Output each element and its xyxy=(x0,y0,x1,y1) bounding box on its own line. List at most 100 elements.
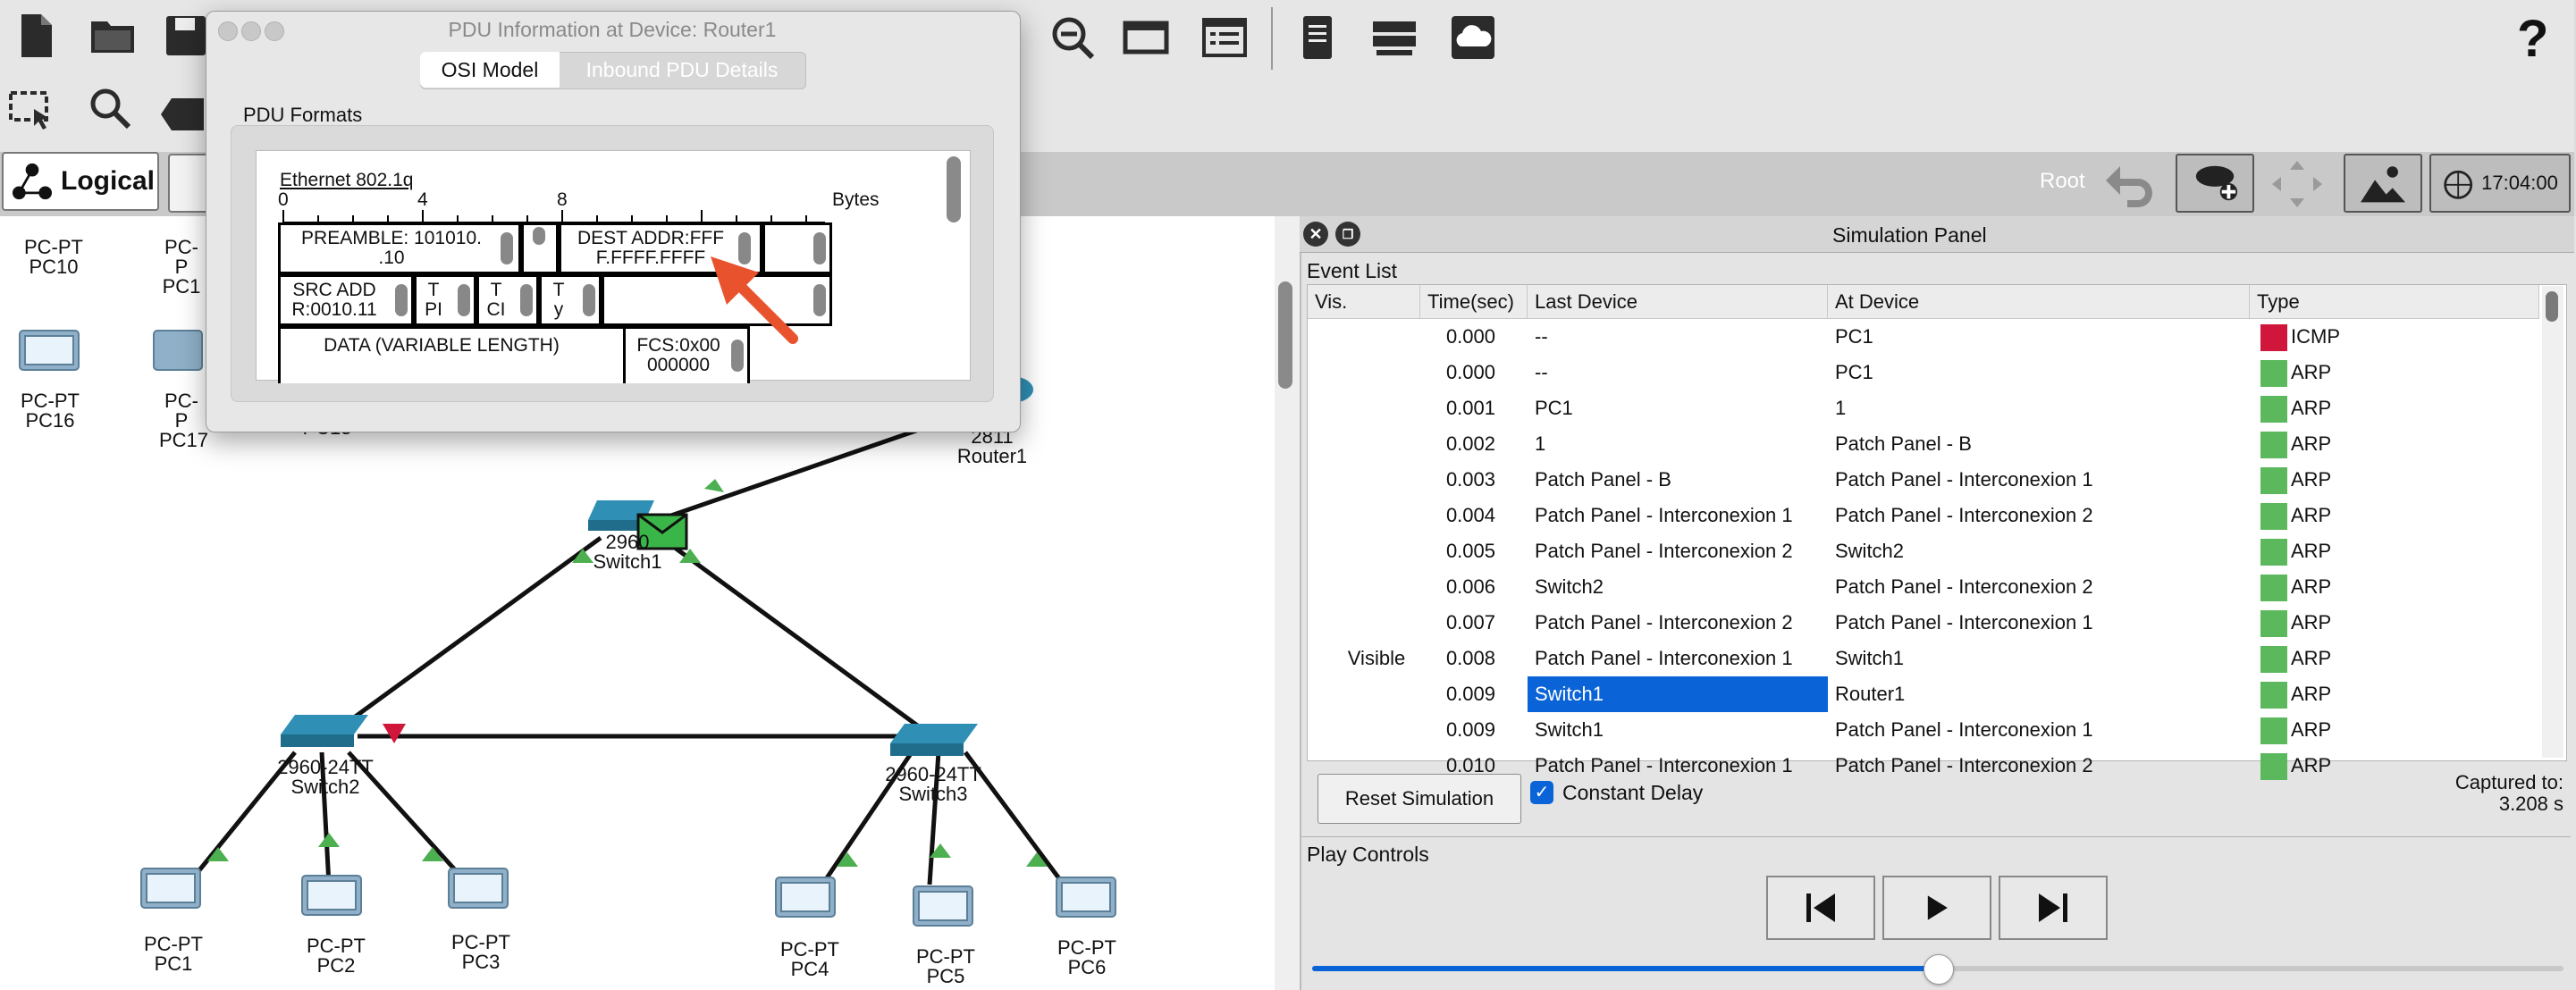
field-data[interactable]: DATA (VARIABLE LENGTH) xyxy=(278,326,644,383)
field-tci[interactable]: T CI xyxy=(476,274,539,326)
delete-icon[interactable] xyxy=(157,89,207,139)
custom-device-icon[interactable] xyxy=(1200,13,1250,63)
constant-delay-checkbox[interactable]: ✓ xyxy=(1530,781,1553,804)
field-scroll-handle[interactable] xyxy=(458,284,470,316)
notes-icon[interactable] xyxy=(1292,13,1343,63)
pdu-color-swatch[interactable] xyxy=(2260,753,2287,780)
field-preamble[interactable]: PREAMBLE: 101010. .10 xyxy=(278,222,521,274)
pdu-color-swatch[interactable] xyxy=(2260,432,2287,458)
save-icon[interactable] xyxy=(161,11,211,61)
inspect-icon[interactable] xyxy=(86,84,136,134)
field-scroll-handle[interactable] xyxy=(395,284,408,316)
back-arrow-icon[interactable] xyxy=(2100,159,2154,209)
play-button[interactable] xyxy=(1882,876,1991,940)
pdu-color-swatch[interactable] xyxy=(2260,503,2287,530)
set-background-button[interactable] xyxy=(2344,154,2422,213)
undock-panel-icon[interactable]: ❐ xyxy=(1335,222,1360,247)
zoom-out-icon[interactable] xyxy=(1048,13,1098,63)
field-type[interactable]: T y xyxy=(539,274,602,326)
reset-simulation-button[interactable]: Reset Simulation xyxy=(1317,774,1521,824)
switch1-device[interactable] xyxy=(588,500,688,550)
forward-button[interactable] xyxy=(1999,876,2108,940)
event-list-scrollbar[interactable] xyxy=(2542,286,2563,758)
field-scroll-handle[interactable] xyxy=(731,340,744,372)
playback-slider-knob[interactable] xyxy=(1924,954,1954,985)
window-minimize-button[interactable] xyxy=(241,21,261,41)
field-src-addr[interactable]: SRC ADD R:0010.11 xyxy=(278,274,414,326)
pdu-color-swatch[interactable] xyxy=(2260,539,2287,566)
column-header-vis[interactable]: Vis. xyxy=(1308,285,1420,319)
tab-inbound-pdu-details[interactable]: Inbound PDU Details xyxy=(585,58,779,81)
column-header-time[interactable]: Time(sec) xyxy=(1420,285,1528,319)
palette-icon[interactable] xyxy=(1121,13,1171,63)
field-scroll-handle[interactable] xyxy=(533,227,545,245)
field-data-start[interactable] xyxy=(602,274,832,326)
field-sfd[interactable] xyxy=(521,222,559,274)
field-scroll-handle[interactable] xyxy=(501,232,513,264)
constant-delay-label[interactable]: Constant Delay xyxy=(1562,781,1704,804)
field-scroll-handle[interactable] xyxy=(583,284,595,316)
close-panel-icon[interactable]: ✕ xyxy=(1303,222,1328,247)
field-tpi[interactable]: T PI xyxy=(414,274,476,326)
event-list-scroll-thumb[interactable] xyxy=(2546,291,2558,322)
back-button[interactable] xyxy=(1766,876,1875,940)
window-close-button[interactable] xyxy=(218,21,238,41)
pc17-icon[interactable] xyxy=(153,330,203,371)
window-zoom-button[interactable] xyxy=(265,21,284,41)
select-icon[interactable] xyxy=(5,84,55,134)
field-scroll-handle[interactable] xyxy=(520,284,533,316)
tab-osi-model[interactable]: OSI Model xyxy=(420,52,560,88)
pdu-color-swatch[interactable] xyxy=(2260,610,2287,637)
pdu-color-swatch[interactable] xyxy=(2260,360,2287,387)
pdu-color-swatch[interactable] xyxy=(2260,717,2287,744)
cloud-icon[interactable] xyxy=(1448,13,1498,63)
pdu-color-swatch[interactable] xyxy=(2260,396,2287,423)
column-header-last-device[interactable]: Last Device xyxy=(1528,285,1828,319)
help-icon[interactable]: ? xyxy=(2517,10,2549,68)
pdu-list-icon[interactable] xyxy=(1369,13,1419,63)
pdu-color-swatch[interactable] xyxy=(2260,682,2287,709)
new-cluster-button[interactable] xyxy=(2176,154,2254,213)
workspace-scroll-thumb[interactable] xyxy=(1278,281,1292,389)
field-src-addr-cont[interactable] xyxy=(762,222,832,274)
column-header-at-device[interactable]: At Device xyxy=(1828,285,2250,319)
switch2-device[interactable] xyxy=(281,715,368,747)
root-label[interactable]: Root xyxy=(2040,169,2085,193)
open-folder-icon[interactable] xyxy=(88,11,138,61)
tab-logical[interactable]: Logical xyxy=(2,152,159,211)
move-object-icon[interactable] xyxy=(2269,157,2326,211)
pdu-color-swatch[interactable] xyxy=(2260,467,2287,494)
viewport-clock-button[interactable]: 17:04:00 xyxy=(2429,154,2571,213)
column-header-type[interactable]: Type xyxy=(2250,285,2539,319)
switch3-device[interactable] xyxy=(890,724,978,756)
pdu-color-swatch[interactable] xyxy=(2260,575,2287,601)
field-scroll-handle[interactable] xyxy=(738,232,751,264)
field-scroll-handle[interactable] xyxy=(813,232,826,264)
field-fcs[interactable]: FCS:0x00 000000 xyxy=(623,326,750,383)
